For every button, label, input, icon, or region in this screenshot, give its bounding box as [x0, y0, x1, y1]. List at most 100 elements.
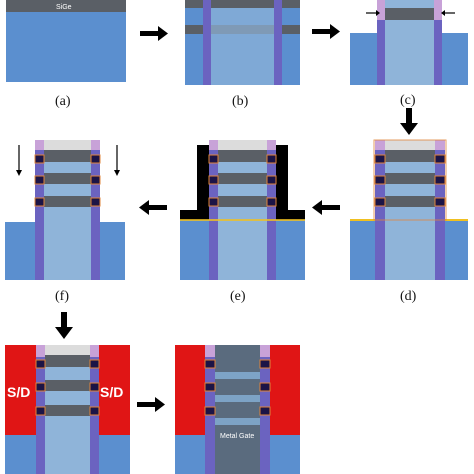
panel-d-inner-spacer	[434, 175, 446, 185]
panel-e: (e)	[180, 140, 305, 304]
panel-d-inner-spacer	[374, 197, 386, 207]
panel-a-sige-label: SiGe	[56, 4, 72, 11]
panel-c-cap-right	[434, 0, 442, 20]
panel-e-cap-left	[209, 140, 218, 152]
panel-f-spacer-right	[91, 150, 100, 280]
panel-e-cap-right	[267, 140, 276, 152]
panel-f-layer-1	[44, 150, 91, 162]
panel-e-layer-2	[218, 173, 267, 184]
panel-h-channel	[215, 418, 260, 425]
panel-f-cap-right	[91, 140, 100, 152]
arrow-c-to-d	[400, 108, 418, 135]
panel-h-sd-right	[270, 345, 300, 435]
panel-h-metal-gate-label: Metal Gate	[220, 433, 254, 440]
panel-e-black-fill-left	[180, 210, 202, 220]
panel-h-sd-left	[175, 345, 205, 435]
panel-f-label: (f)	[55, 289, 69, 304]
arrow-a-to-b	[140, 26, 168, 41]
panel-f: (f)	[5, 140, 125, 304]
panel-h-inner-spacer	[259, 406, 271, 416]
panel-g-inner-spacer	[89, 406, 100, 416]
panel-d-layer-2	[385, 173, 435, 184]
panel-a: SiGe (a)	[6, 0, 126, 109]
panel-d-spacer-right	[435, 150, 445, 280]
panel-d-inner-spacer	[434, 154, 446, 164]
panel-d: (d)	[350, 139, 468, 304]
panel-e-inner-spacer	[266, 197, 277, 207]
panel-e-black-fill-right	[285, 210, 305, 220]
panel-h: Metal Gate	[175, 345, 300, 474]
panel-g-sd-right	[97, 345, 130, 435]
panel-c-layer	[385, 8, 434, 20]
panel-b-label: (b)	[232, 94, 249, 109]
panel-a-substrate	[6, 12, 126, 82]
panel-f-inner-spacer	[90, 154, 101, 164]
panel-e-fin-body	[209, 140, 276, 280]
panel-b-spacer-left	[203, 0, 211, 85]
panel-e-layer-1	[218, 150, 267, 162]
panel-e-inner-spacer	[208, 154, 219, 164]
panel-e-inner-spacer	[266, 154, 277, 164]
panel-h-channel	[215, 372, 260, 379]
panel-g-sd-left-label: S/D	[7, 384, 30, 400]
panel-e-inner-spacer	[208, 175, 219, 185]
panel-g-layer-1	[45, 355, 90, 367]
panel-d-spacer-left	[375, 150, 385, 280]
panel-g-inner-spacer	[89, 382, 100, 392]
arrow-g-to-h	[137, 397, 165, 412]
panel-b-layer-1	[185, 0, 300, 8]
panel-e-spacer-right	[267, 150, 276, 280]
panel-h-metal-gate	[215, 345, 260, 474]
panel-f-layer-2	[44, 173, 91, 184]
arrow-d-to-e	[312, 200, 340, 215]
panel-h-inner-spacer	[204, 382, 216, 392]
panel-f-cap-left	[35, 140, 44, 152]
panel-h-cap-left	[205, 345, 215, 357]
panel-d-inner-spacer	[374, 154, 386, 164]
panel-g-inner-spacer	[89, 359, 100, 369]
arrow-f-to-g	[55, 312, 73, 339]
panel-g-layer-3	[45, 405, 90, 416]
panel-e-inner-spacer	[266, 175, 277, 185]
panel-g: S/D S/D	[5, 345, 130, 474]
panel-f-inner-spacer	[90, 175, 101, 185]
panel-c-spacer-left	[377, 20, 385, 85]
panel-d-layer-1	[385, 150, 435, 162]
panel-g-cap-right	[90, 345, 99, 357]
panel-h-inner-spacer	[259, 382, 271, 392]
panel-c-arrow-right	[441, 10, 455, 16]
panel-f-inner-spacer	[34, 154, 45, 164]
panel-g-inner-spacer	[35, 382, 46, 392]
panel-h-inner-spacer	[204, 406, 216, 416]
panel-d-conformal-liner	[373, 139, 447, 221]
panel-e-spacer-left	[209, 150, 218, 280]
panel-e-hardmask	[217, 140, 268, 150]
panel-c: (c)	[350, 0, 468, 108]
arrow-e-to-f	[139, 200, 167, 215]
panel-g-inner-spacer	[35, 359, 46, 369]
panel-f-arrow-down-left	[16, 145, 22, 176]
panel-d-hardmask	[383, 140, 437, 150]
panel-g-sd-left	[5, 345, 38, 435]
panel-d-label: (d)	[400, 289, 417, 304]
panel-e-black-wall-left	[197, 145, 209, 220]
panel-g-inner-spacer	[35, 406, 46, 416]
panel-f-hardmask	[43, 140, 92, 150]
panel-g-cap-left	[36, 345, 45, 357]
panel-d-cap-left	[375, 140, 385, 152]
arrow-b-to-c	[312, 24, 340, 39]
panel-d-layer-3	[385, 196, 435, 207]
panel-b-fin	[210, 8, 275, 85]
panel-e-black-wall-right	[276, 145, 288, 220]
panel-e-layer-3	[218, 196, 267, 207]
panel-d-inner-spacer	[434, 197, 446, 207]
panel-h-inner-spacer	[259, 359, 271, 369]
panel-h-inner-spacer	[204, 359, 216, 369]
panel-f-spacer-left	[35, 150, 44, 280]
panel-g-layer-2	[45, 380, 90, 391]
panel-f-inner-spacer	[90, 197, 101, 207]
panel-e-label: (e)	[230, 289, 246, 304]
panel-a-sige-layer	[6, 0, 126, 12]
panel-f-inner-spacer	[34, 175, 45, 185]
panel-f-arrow-down-right	[114, 145, 120, 176]
